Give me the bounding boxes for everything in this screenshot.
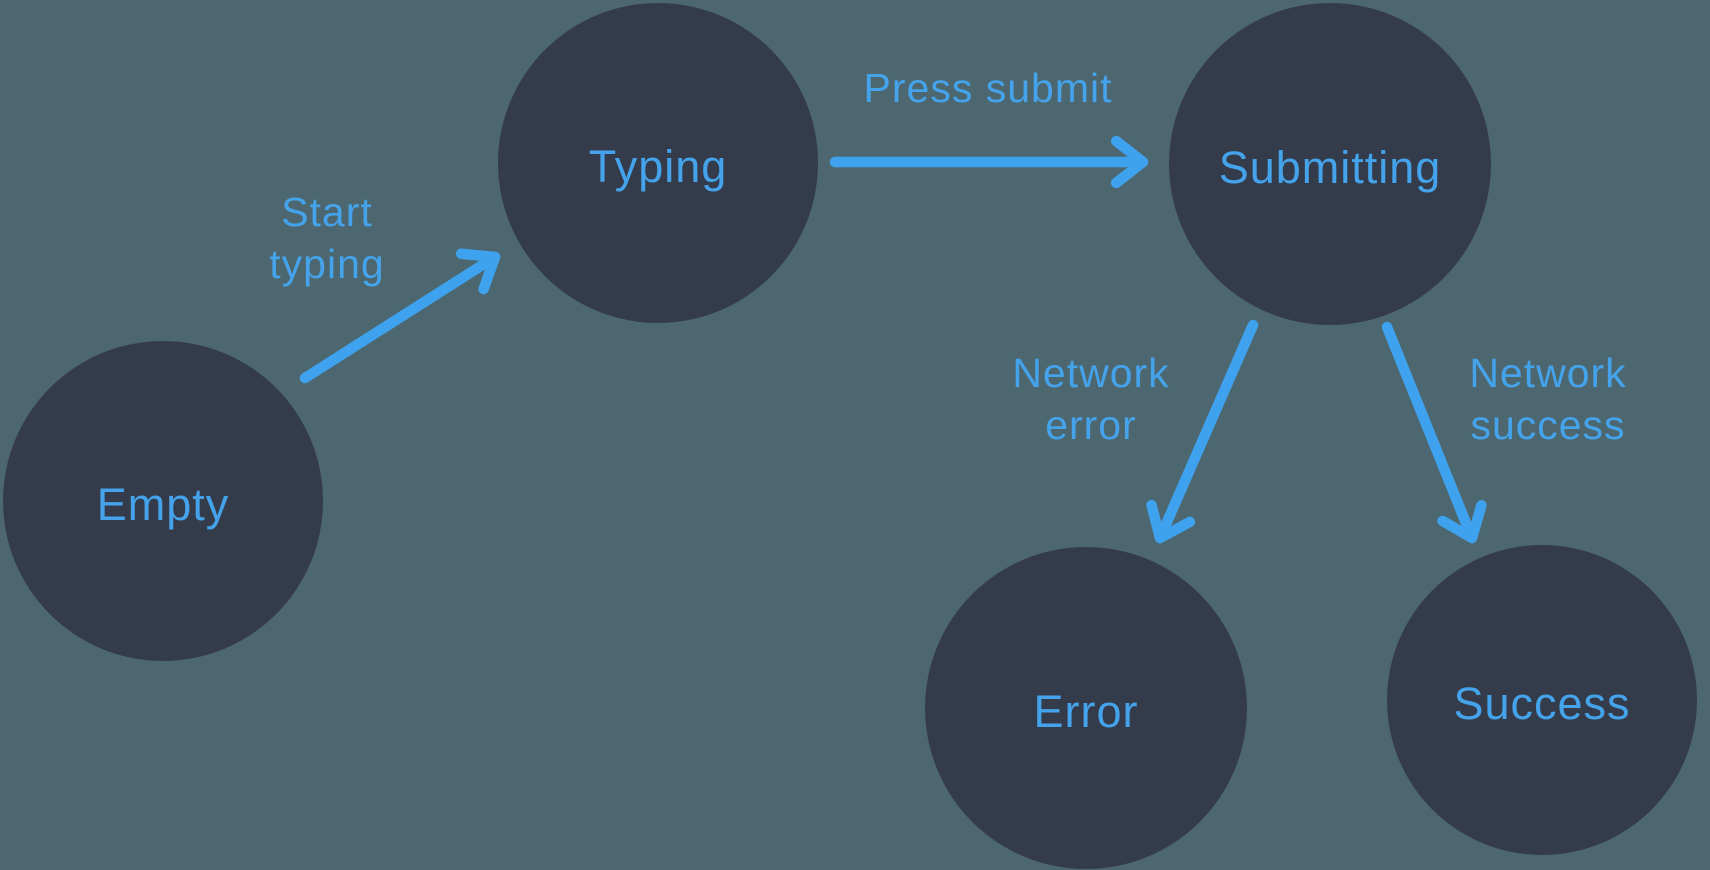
arrowhead-icon	[1437, 500, 1487, 544]
state-node-label: Success	[1453, 678, 1631, 729]
state-node-submitting: Submitting	[1169, 3, 1491, 325]
transition-arrow-network-success	[1381, 321, 1487, 544]
transition-label-line: Start	[281, 189, 373, 235]
state-node-error: Error	[925, 547, 1247, 869]
state-node-typing: Typing	[498, 3, 818, 323]
state-node-success: Success	[1387, 545, 1697, 855]
arrowhead-icon	[1110, 135, 1149, 189]
state-node-label: Submitting	[1218, 142, 1442, 193]
transition-label-start-typing: Start typing	[269, 186, 384, 290]
arrowhead-icon	[455, 248, 501, 295]
state-node-label: Error	[1033, 686, 1139, 737]
transition-label-press-submit: Press submit	[864, 62, 1113, 114]
transition-arrow-press-submit	[829, 135, 1149, 189]
transition-label-line: Press submit	[863, 65, 1113, 111]
transition-label-network-error: Network error	[1012, 347, 1169, 451]
arrowhead-icon	[1146, 499, 1196, 544]
transition-label-line: success	[1470, 402, 1626, 448]
state-node-empty: Empty	[3, 341, 323, 661]
state-node-label: Empty	[96, 479, 230, 530]
arrow-shaft	[1154, 319, 1259, 544]
state-node-label: Typing	[588, 141, 728, 192]
transition-label-network-success: Network success	[1469, 347, 1626, 451]
transition-label-line: error	[1045, 402, 1137, 448]
transition-label-line: Network	[1469, 350, 1627, 396]
transition-label-line: Network	[1012, 350, 1170, 396]
arrow-shaft	[1381, 321, 1478, 544]
transition-label-line: typing	[269, 241, 385, 287]
